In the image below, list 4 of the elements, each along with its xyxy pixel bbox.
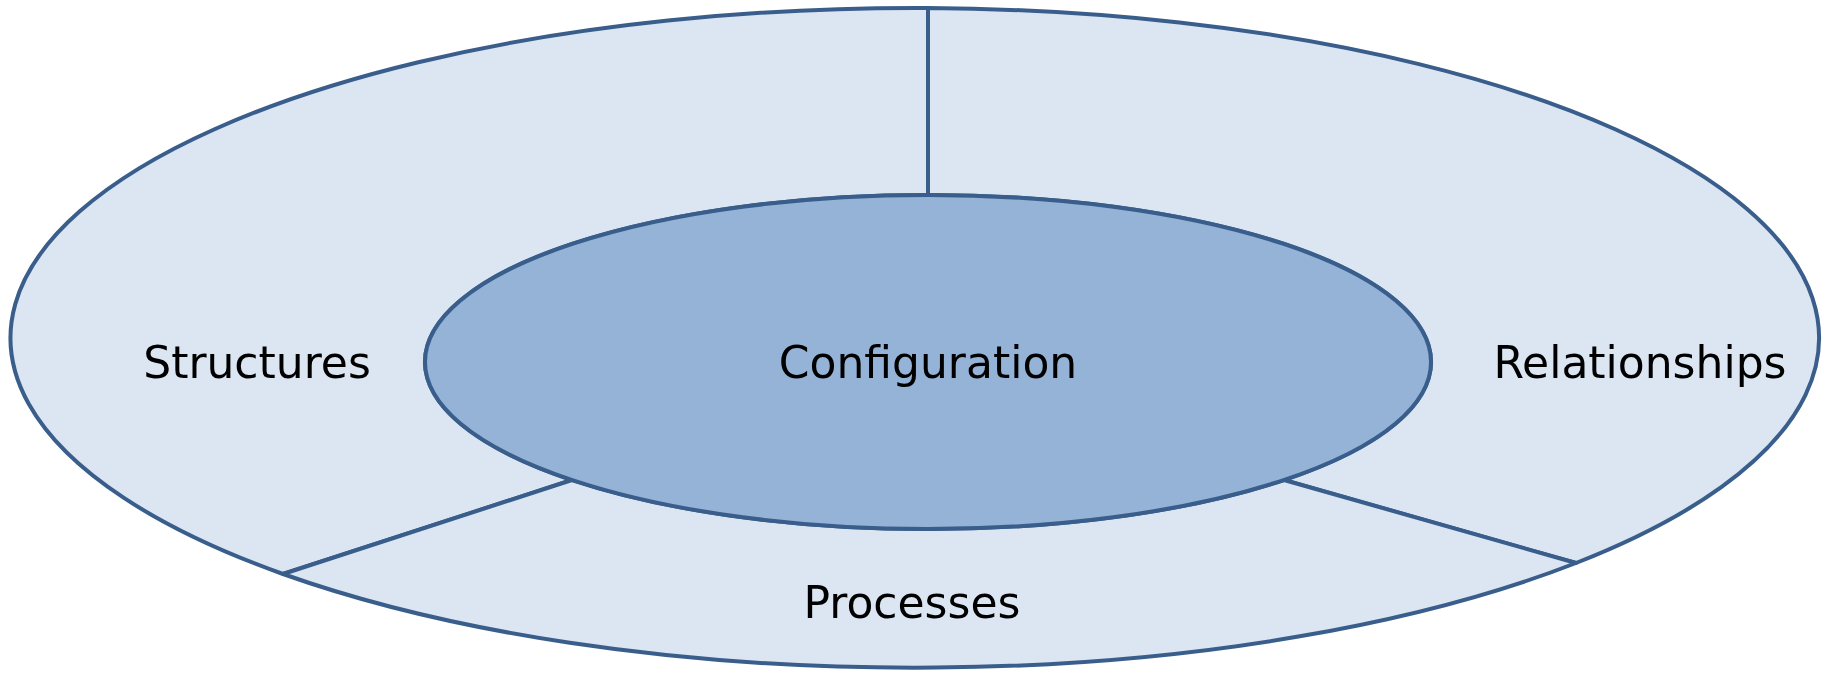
segment-label: Structures <box>143 336 371 388</box>
segment-label: Relationships <box>1493 336 1787 388</box>
segment-label: Processes <box>803 576 1021 628</box>
center-label: Configuration <box>778 336 1078 388</box>
